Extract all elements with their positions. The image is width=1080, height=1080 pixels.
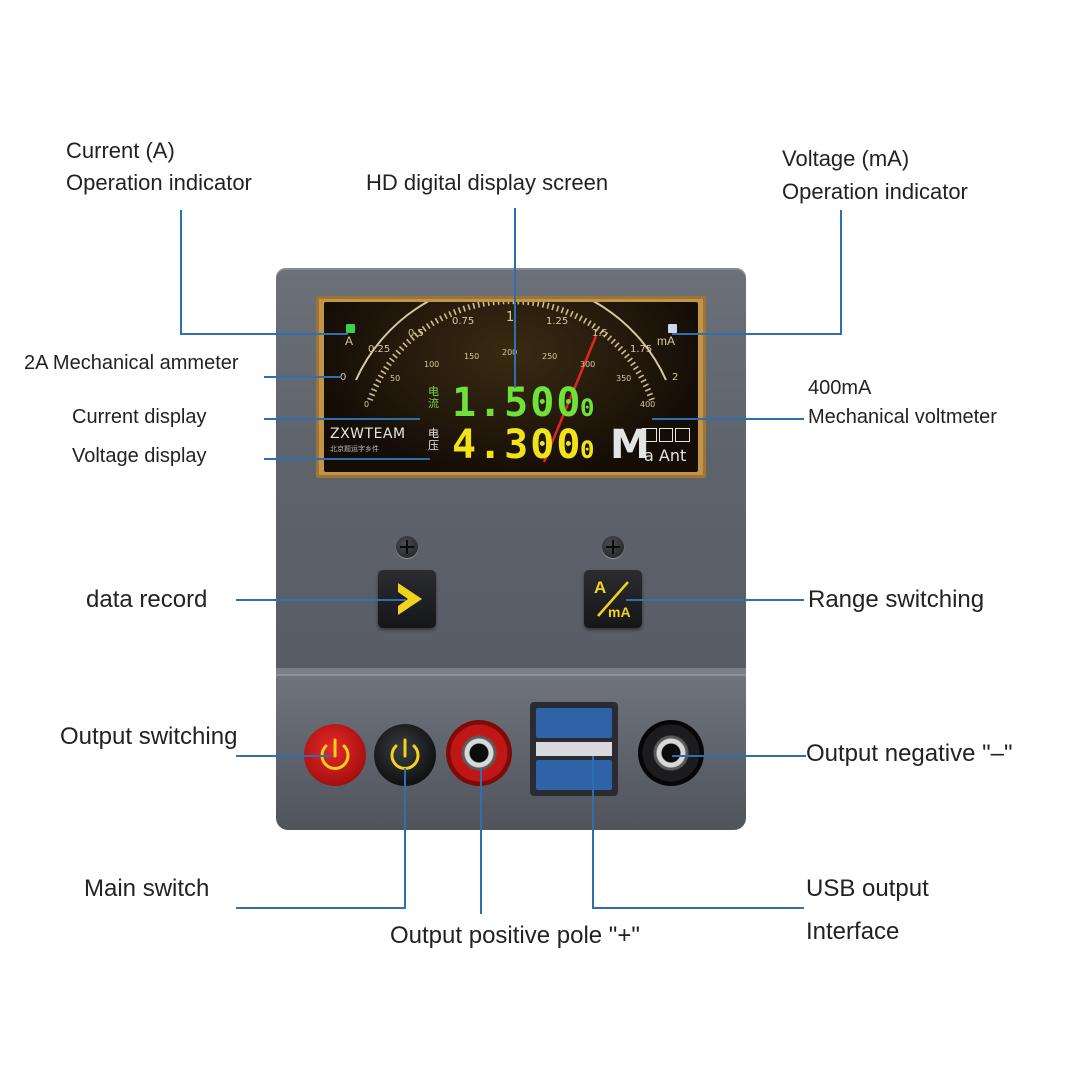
bottom-scale-6: 300: [580, 360, 596, 369]
voltmeter-label-line2: Mechanical voltmeter: [808, 406, 997, 428]
leader-data-record: [236, 599, 406, 601]
usb-output-interface[interactable]: [530, 702, 618, 796]
leader-voltmeter: [652, 418, 804, 420]
voltage-readout: 4.300: [452, 422, 583, 468]
data-record-label: data record: [86, 586, 208, 613]
main-switch-label: Main switch: [84, 875, 210, 902]
meter-needle: [542, 335, 598, 463]
brand-subtext: 北京题运字乡件: [330, 445, 379, 453]
hd-display-screen: A mA 0 0.25 0.5 0.75 1 1.25 1.5 1.75 2 0…: [316, 296, 706, 478]
ammeter-arc: [355, 302, 667, 381]
device-ledge: [276, 668, 746, 678]
leader-main-switch-h: [236, 907, 406, 909]
current-readout: 1.500: [452, 380, 583, 426]
mode-big-letter: M: [610, 422, 650, 468]
leader-current-indicator-h: [180, 333, 348, 335]
top-scale-1: 0.25: [368, 344, 391, 355]
current-indicator-label-line2: Operation indicator: [66, 170, 252, 195]
voltage-indicator-label-line2: Operation indicator: [782, 179, 968, 204]
top-scale-4: 1: [506, 310, 515, 325]
leader-output-switching: [236, 755, 332, 757]
voltage-indicator-light: [668, 324, 677, 333]
bottom-scale-8: 400: [640, 400, 656, 409]
power-supply-device: A mA 0 0.25 0.5 0.75 1 1.25 1.5 1.75 2 0…: [276, 268, 746, 830]
leader-output-negative: [672, 755, 806, 757]
usb-port-top[interactable]: [536, 708, 612, 738]
leader-ammeter: [264, 376, 342, 378]
output-switching-label: Output switching: [60, 723, 238, 750]
bottom-scale-2: 100: [424, 360, 440, 369]
voltage-display-label: Voltage display: [72, 445, 207, 467]
indicator-ma-text: mA: [657, 334, 675, 348]
leader-current-indicator-v: [180, 210, 182, 334]
usb-divider: [536, 742, 612, 756]
output-negative-jack[interactable]: [638, 720, 704, 786]
top-scale-5: 1.25: [546, 316, 569, 327]
leader-voltage-indicator-v: [840, 210, 842, 334]
hd-display-label: HD digital display screen: [366, 170, 609, 195]
voltage-unit: 0: [580, 436, 597, 464]
voltage-cn-label: 电压: [428, 427, 439, 452]
top-scale-7: 1.75: [630, 344, 653, 355]
current-unit: 0: [580, 394, 597, 422]
current-indicator-light: [346, 324, 355, 333]
output-positive-label: Output positive pole "+": [390, 922, 640, 949]
top-scale-6: 1.5: [592, 328, 608, 339]
output-negative-label: Output negative "–": [806, 740, 1013, 767]
right-screw: [602, 536, 624, 558]
bottom-scale-5: 250: [542, 352, 558, 361]
current-display-label: Current display: [72, 406, 207, 428]
leader-voltage-display: [264, 458, 430, 460]
voltage-indicator-label-line1: Voltage (mA): [782, 146, 910, 171]
mode-small-text: a Ant: [644, 446, 687, 465]
ammeter-label: 2A Mechanical ammeter: [24, 352, 239, 374]
range-switching-label: Range switching: [808, 586, 985, 613]
bottom-scale-4: 200: [502, 348, 518, 357]
mode-badges: [642, 428, 691, 442]
top-scale-2: 0.5: [408, 328, 424, 339]
current-cn-label: 电流: [428, 385, 439, 410]
range-ma-text: mA: [608, 604, 631, 620]
left-screw: [396, 536, 418, 558]
brand-text: ZXWTEAM: [330, 426, 406, 442]
leader-main-switch-v: [404, 768, 406, 908]
usb-port-bottom[interactable]: [536, 760, 612, 790]
leader-current-display: [264, 418, 420, 420]
indicator-a-text: A: [345, 334, 354, 348]
display-panel: A mA 0 0.25 0.5 0.75 1 1.25 1.5 1.75 2 0…: [324, 302, 698, 472]
range-a-text: A: [594, 578, 607, 597]
voltmeter-label-line1: 400mA: [808, 377, 872, 399]
power-icon: [320, 738, 350, 770]
bottom-scale-1: 50: [390, 374, 401, 383]
bottom-scale-3: 150: [464, 352, 480, 361]
meter-scale-svg: [355, 302, 667, 463]
slash-icon: [597, 581, 629, 617]
bottom-scale-0: 0: [364, 400, 370, 409]
top-scale-8: 2: [672, 372, 679, 383]
top-scale-0: 0: [340, 372, 347, 383]
leader-output-positive: [480, 768, 482, 914]
leader-usb-h: [592, 907, 804, 909]
current-indicator-label-line1: Current (A): [66, 138, 175, 163]
bottom-scale-7: 350: [616, 374, 632, 383]
usb-output-label-line2: Interface: [806, 918, 900, 945]
output-positive-jack[interactable]: [446, 720, 512, 786]
leader-range-switching: [626, 599, 804, 601]
leader-usb-v: [592, 756, 594, 908]
leader-hd-display: [514, 208, 516, 388]
top-scale-3: 0.75: [452, 316, 475, 327]
leader-voltage-indicator-h: [672, 333, 842, 335]
usb-output-label-line1: USB output: [806, 875, 929, 902]
